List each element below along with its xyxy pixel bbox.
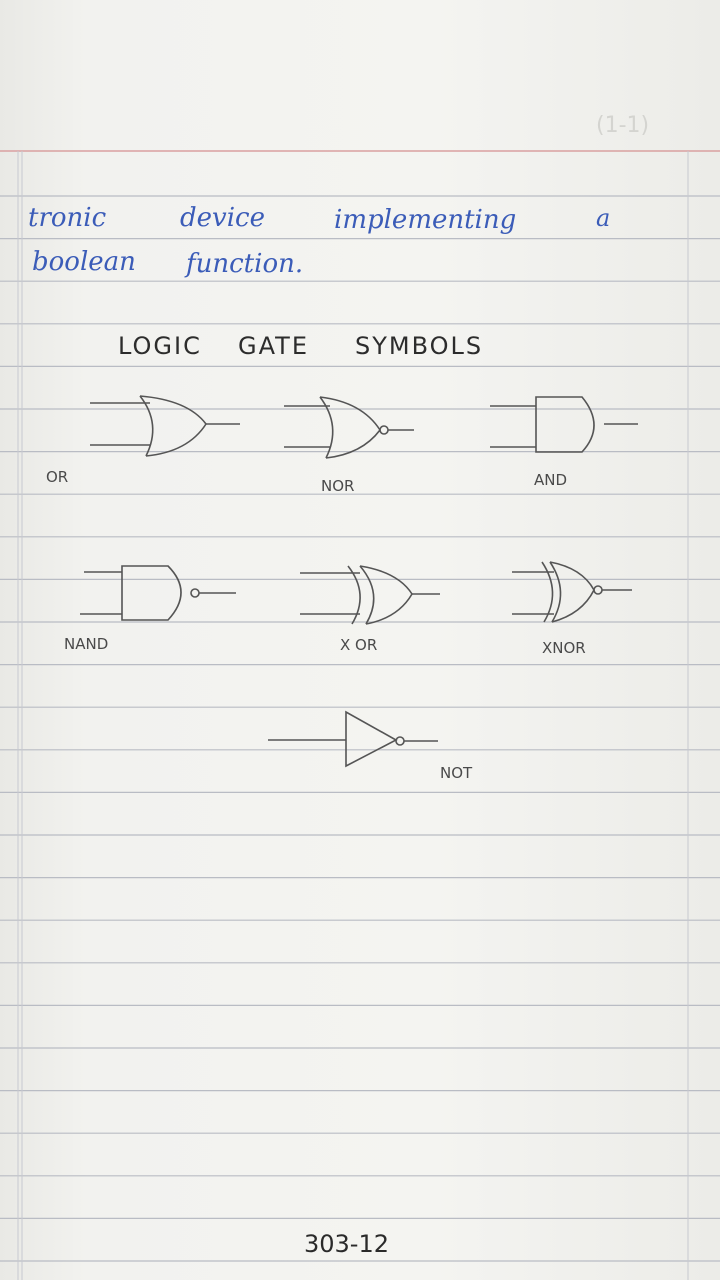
heading-word-gate: GATE	[238, 332, 309, 360]
nand-gate-label: NAND	[64, 635, 108, 653]
xnor-gate-label: XNOR	[542, 639, 586, 657]
heading-word-logic: LOGIC	[118, 332, 202, 360]
xnor-gate-symbol	[512, 561, 632, 623]
para-word-5: boolean	[32, 247, 136, 277]
para-word-6: function.	[184, 249, 303, 279]
not-gate-symbol	[268, 710, 438, 768]
para-word-4: a	[596, 204, 610, 232]
and-gate-symbol	[490, 396, 638, 453]
or-gate-label: OR	[46, 468, 68, 486]
not-gate-label: NOT	[440, 764, 473, 782]
and-gate-label: AND	[534, 471, 567, 489]
nor-gate-symbol	[284, 396, 414, 459]
para-word-2: device	[180, 203, 265, 233]
ruled-lines	[0, 195, 720, 1262]
corner-mark: (1-1)	[596, 113, 649, 138]
or-gate-symbol	[90, 395, 240, 457]
para-word-3: implementing	[334, 205, 516, 235]
para-word-1: tronic	[28, 203, 107, 233]
page-number: 303-12	[304, 1230, 389, 1258]
xor-gate-symbol	[300, 565, 440, 625]
nor-gate-label: NOR	[321, 477, 354, 495]
heading-word-symbols: SYMBOLS	[355, 332, 483, 360]
nand-gate-symbol	[80, 565, 236, 621]
xor-gate-label: X OR	[340, 636, 377, 654]
